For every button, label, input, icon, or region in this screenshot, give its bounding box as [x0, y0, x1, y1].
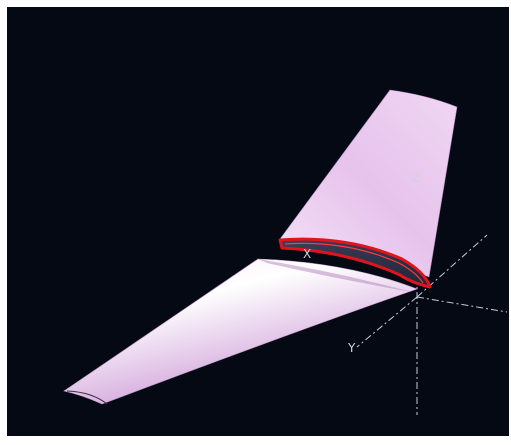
x-axis-label: X	[303, 247, 311, 261]
selected-airfoil-outline	[284, 242, 424, 284]
x-axis-line-right	[416, 296, 508, 313]
3d-viewport[interactable]: Z Y X	[7, 7, 509, 436]
lower-wing-surface[interactable]	[63, 258, 418, 405]
z-axis-label: Z	[412, 171, 420, 185]
lower-wing-shadow	[258, 259, 412, 292]
3d-scene[interactable]: Z Y X	[7, 7, 509, 436]
y-axis-line	[356, 296, 418, 348]
selected-airfoil-section[interactable]	[278, 237, 432, 289]
wingtip-edge	[66, 390, 108, 405]
y-axis-label: Y	[347, 341, 356, 355]
